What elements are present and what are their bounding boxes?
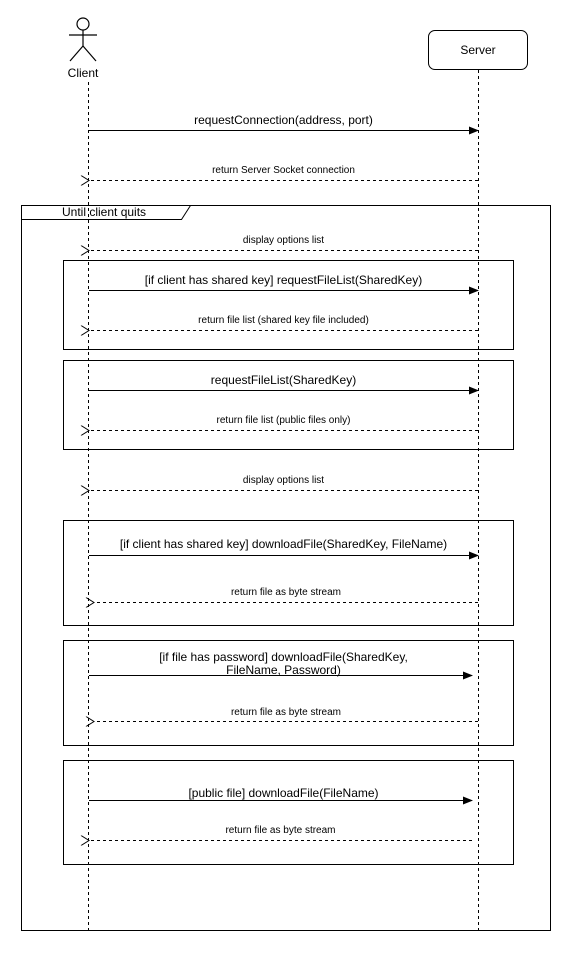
fragment-download-password xyxy=(63,640,514,746)
label-return-shared-list: return file list (shared key file includ… xyxy=(198,315,369,326)
fragment-download-shared xyxy=(63,520,514,626)
loop-frame xyxy=(21,205,551,931)
label-return-bytes-1: return file as byte stream xyxy=(230,587,342,598)
label-download-shared: [if client has shared key] downloadFile(… xyxy=(119,537,448,551)
label-display-options-2: display options list xyxy=(242,475,325,486)
fragment-shared-filelist xyxy=(63,260,514,350)
label-return-public-list: return file list (public files only) xyxy=(216,415,351,426)
label-request-public: requestFileList(SharedKey) xyxy=(210,373,357,387)
label-return-bytes-2: return file as byte stream xyxy=(230,707,342,718)
label-display-options-1: display options list xyxy=(242,235,325,246)
label-download-password-line1: [if file has password] downloadFile(Shar… xyxy=(159,650,408,664)
label-request-shared: [if client has shared key] requestFileLi… xyxy=(144,273,423,287)
client-actor-icon xyxy=(69,17,97,62)
client-label: Client xyxy=(67,66,99,80)
label-return-socket: return Server Socket connection xyxy=(212,165,355,176)
fragment-public-filelist xyxy=(63,360,514,450)
loop-label: Until client quits xyxy=(62,205,147,219)
server-participant: Server xyxy=(428,30,528,70)
label-request-connection: requestConnection(address, port) xyxy=(194,113,373,127)
label-download-public: [public file] downloadFile(FileName) xyxy=(188,786,379,800)
fragment-download-public xyxy=(63,760,514,865)
server-label: Server xyxy=(460,43,496,57)
label-download-password-line2: FileName, Password) xyxy=(226,663,341,677)
label-return-bytes-3: return file as byte stream xyxy=(225,825,336,836)
